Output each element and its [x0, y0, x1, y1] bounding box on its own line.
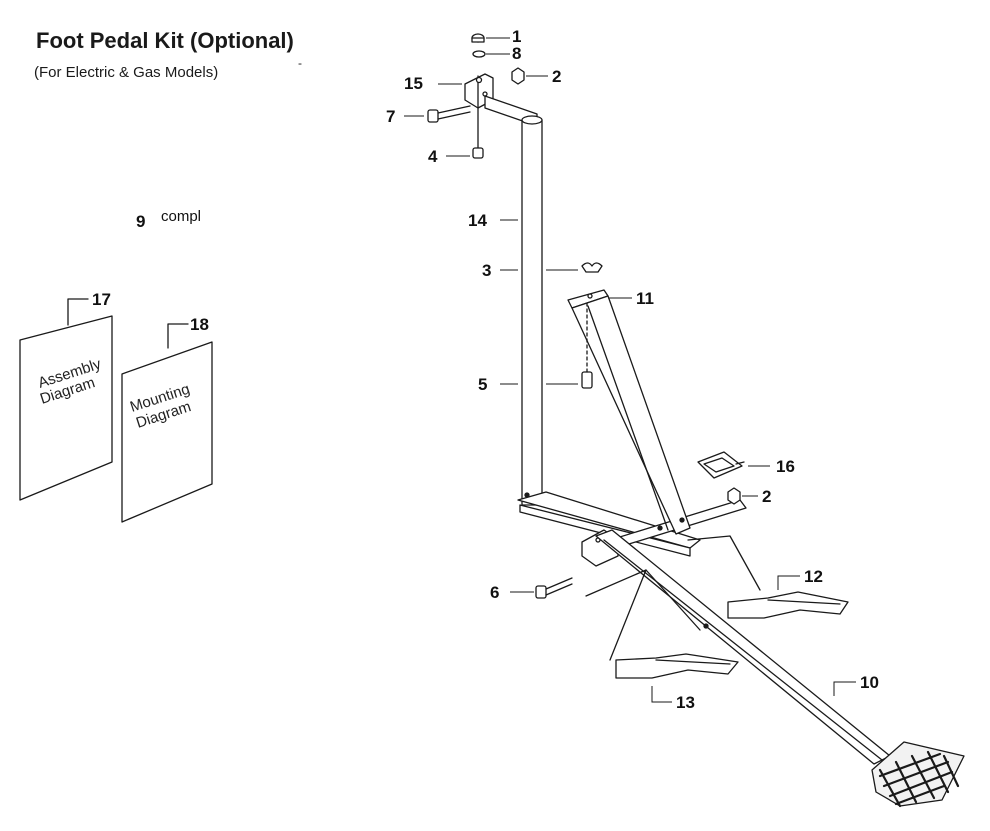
leader-18: [167, 323, 189, 349]
kit-complete-label: compl: [161, 208, 202, 225]
callout-16: 16: [776, 457, 795, 476]
callout-2-top: 2: [552, 67, 561, 86]
callout-13: 13: [676, 693, 695, 712]
mounting-diagram-sheet: Mounting Diagram: [121, 323, 213, 523]
callout-3: 3: [482, 261, 491, 280]
nut-2-icon: [511, 67, 525, 85]
bolt-5: [581, 299, 593, 389]
spring-clip-12: [727, 591, 849, 619]
support-bracket-11: [567, 289, 691, 535]
callout-10: 10: [860, 673, 879, 692]
bolt-6: [535, 577, 573, 599]
pedal-arm-10: [595, 529, 891, 765]
exploded-guides: [585, 535, 761, 661]
callout-11: 11: [636, 289, 654, 308]
callout-14: 14: [468, 211, 487, 230]
callout-17: 17: [92, 290, 111, 309]
spring-clip-13: [615, 653, 739, 679]
callout-4: 4: [428, 147, 438, 166]
pedal-pad: [871, 741, 965, 808]
callout-12: 12: [804, 567, 823, 586]
callout-7: 7: [386, 107, 395, 126]
callout-8: 8: [512, 44, 521, 63]
wing-nut-3: [581, 262, 603, 273]
diagram-subtitle: (For Electric & Gas Models): [34, 64, 219, 81]
callout-18: 18: [190, 315, 209, 334]
nut-2b-icon: [727, 487, 741, 505]
washer-icon: [472, 50, 486, 58]
callout-15: 15: [404, 74, 423, 93]
clip-16: [697, 451, 745, 479]
assembly-diagram-sheet: Assembly Diagram: [19, 298, 113, 501]
stray-mark: -: [298, 56, 302, 70]
nut-body: [471, 37, 485, 43]
callout-5: 5: [478, 375, 487, 394]
kit-complete-number: 9: [136, 212, 146, 231]
bolt-7-head: [427, 109, 439, 123]
vertical-tube-14: [521, 115, 543, 506]
diagram-title: Foot Pedal Kit (Optional): [36, 28, 294, 53]
callout-6: 6: [490, 583, 499, 602]
callout-1: 1: [512, 27, 521, 46]
callout-2-bottom: 2: [762, 487, 771, 506]
leader-17: [67, 298, 89, 326]
bolt-4-head: [472, 147, 484, 159]
